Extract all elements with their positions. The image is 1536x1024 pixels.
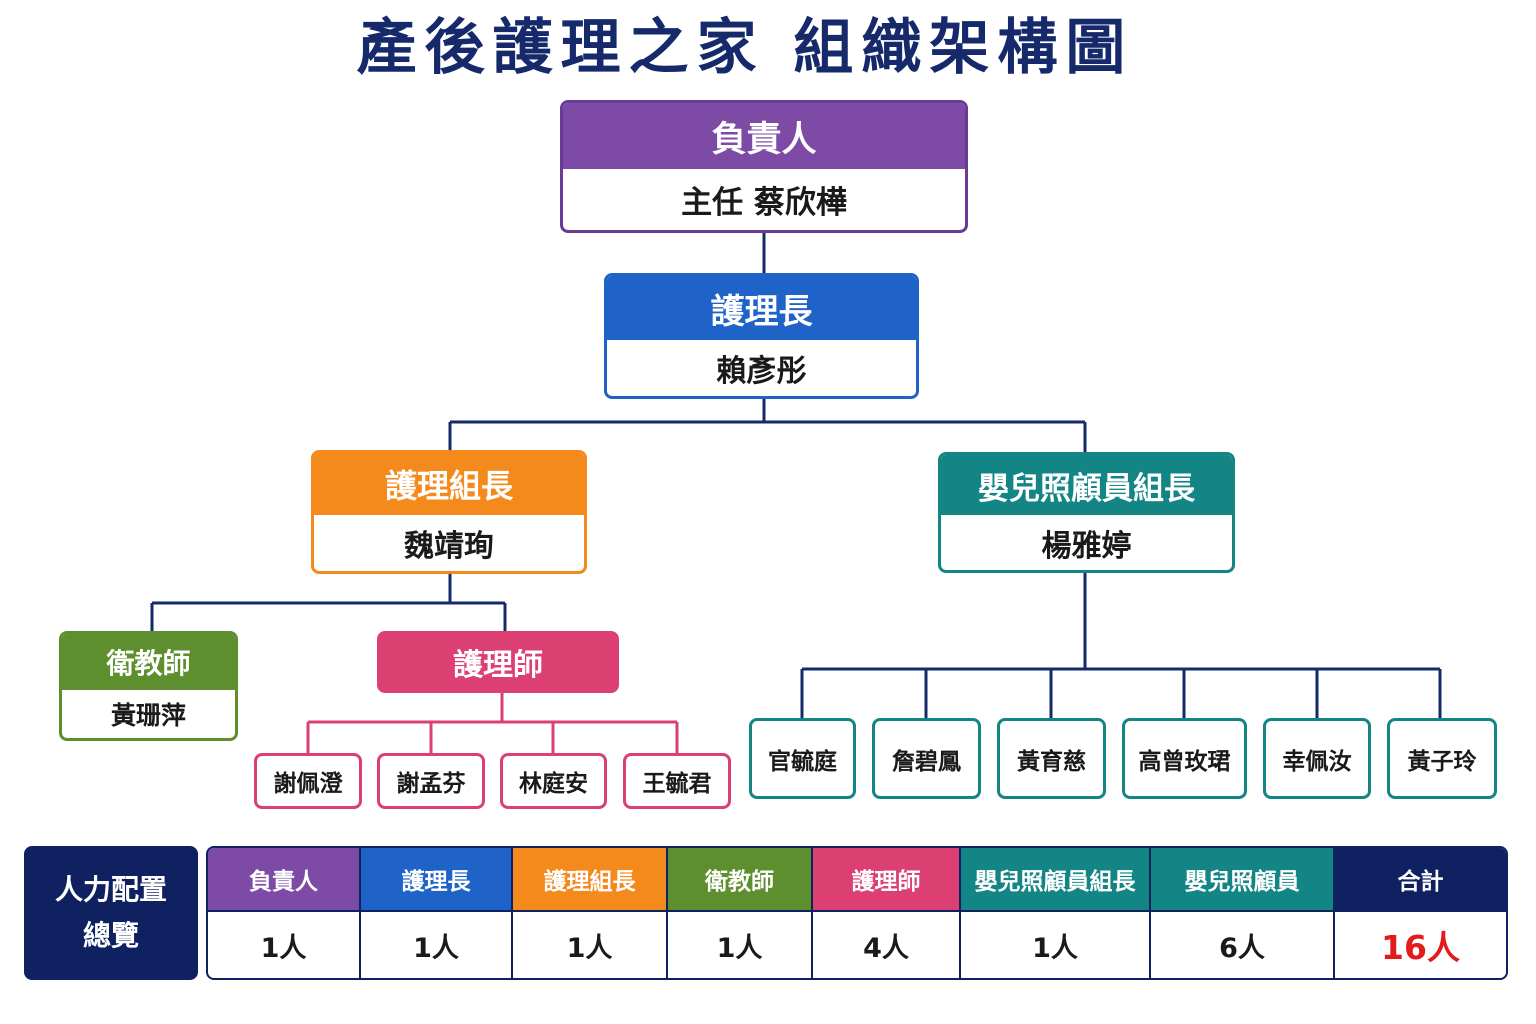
summary-header: 嬰兒照顧員 [1151, 848, 1333, 910]
caregiver-member: 高曾玫珺 [1122, 718, 1247, 799]
nurse-member: 王毓君 [623, 753, 731, 809]
summary-col-head-nurse: 護理長 1人 [361, 848, 513, 978]
summary-value: 1人 [361, 910, 511, 978]
summary-col-nursing-leader: 護理組長 1人 [513, 848, 668, 978]
infant-leader-box: 嬰兒照顧員組長 楊雅婷 [938, 452, 1235, 573]
nurse-member: 謝佩澄 [254, 753, 362, 809]
summary-total-value: 16人 [1335, 910, 1506, 978]
summary-header: 負責人 [208, 848, 359, 910]
director-role: 負責人 [563, 103, 965, 169]
health-educator-box: 衛教師 黃珊萍 [59, 631, 238, 741]
nursing-leader-box: 護理組長 魏靖珣 [311, 450, 587, 574]
summary-header: 護理長 [361, 848, 511, 910]
head-nurse-name: 賴彥彤 [716, 354, 807, 389]
summary-header: 護理組長 [513, 848, 666, 910]
summary-header: 嬰兒照顧員組長 [961, 848, 1149, 910]
summary-header: 護理師 [813, 848, 959, 910]
nurse-group-box: 護理師 [377, 631, 619, 693]
summary-label: 人力配置 總覽 [24, 846, 198, 980]
summary-value: 6人 [1151, 910, 1333, 978]
summary-label-line2: 總覽 [82, 919, 139, 952]
director-box: 負責人 主任 蔡欣樺 [560, 100, 968, 233]
head-nurse-box: 護理長 賴彥彤 [604, 273, 919, 399]
summary-table: 負責人 1人 護理長 1人 護理組長 1人 衛教師 1人 護理師 4人 嬰兒照顧… [206, 846, 1508, 980]
summary-value: 4人 [813, 910, 959, 978]
summary-value: 1人 [513, 910, 666, 978]
summary-col-caregiver: 嬰兒照顧員 6人 [1151, 848, 1335, 978]
nurse-member: 林庭安 [500, 753, 607, 809]
caregiver-member: 官毓庭 [749, 718, 856, 799]
health-educator-name: 黃珊萍 [110, 701, 186, 730]
nurse-member: 謝孟芬 [377, 753, 485, 809]
summary-col-total: 合計 16人 [1335, 848, 1506, 978]
health-educator-role: 衛教師 [62, 634, 235, 690]
pink-lines [306, 692, 679, 754]
summary-value: 1人 [668, 910, 811, 978]
summary-header: 衛教師 [668, 848, 811, 910]
caregiver-member: 黃育慈 [997, 718, 1106, 799]
nursing-leader-role: 護理組長 [314, 453, 584, 515]
caregiver-member: 黃子玲 [1387, 718, 1497, 799]
head-nurse-role: 護理長 [607, 276, 916, 340]
summary-header: 合計 [1335, 848, 1506, 910]
summary-col-educator: 衛教師 1人 [668, 848, 813, 978]
nursing-leader-name: 魏靖珣 [404, 529, 494, 564]
summary-col-nurse: 護理師 4人 [813, 848, 961, 978]
summary-col-infant-leader: 嬰兒照顧員組長 1人 [961, 848, 1151, 978]
navy-lines [150, 232, 1442, 718]
caregiver-member: 幸佩汝 [1263, 718, 1371, 799]
director-name: 主任 蔡欣樺 [681, 185, 847, 221]
infant-leader-role: 嬰兒照顧員組長 [941, 455, 1232, 515]
infant-leader-name: 楊雅婷 [1041, 528, 1132, 564]
summary-label-line1: 人力配置 [54, 873, 167, 906]
page-title: 產後護理之家 組織架構圖 [356, 13, 1134, 83]
summary-value: 1人 [961, 910, 1149, 978]
summary-col-director: 負責人 1人 [208, 848, 361, 978]
caregiver-member: 詹碧鳳 [872, 718, 981, 799]
summary-value: 1人 [208, 910, 359, 978]
